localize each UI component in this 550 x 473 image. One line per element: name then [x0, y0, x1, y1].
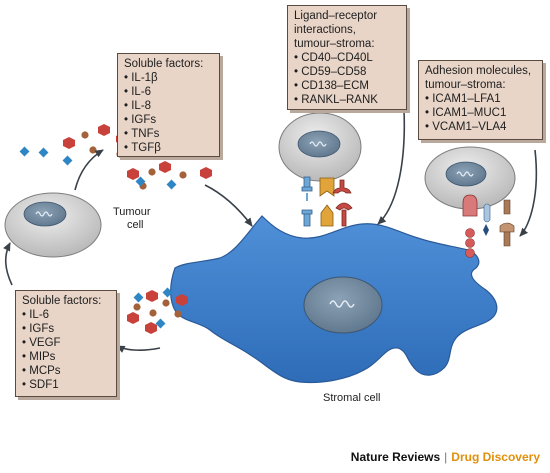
ligand-receptor-pairs — [301, 176, 353, 227]
process-arrows — [3, 109, 538, 353]
list-item: ICAM1–LFA1 — [425, 92, 536, 106]
stromal-cell-nucleus — [303, 276, 383, 334]
soluble-factors-tumour-list: IL-1β IL-6 IL-8 IGFs TNFs TGFβ — [124, 71, 213, 155]
list-item: MIPs — [22, 350, 110, 364]
adhesion-list: ICAM1–LFA1 ICAM1–MUC1 VCAM1–VLA4 — [425, 92, 536, 134]
list-item: MCPs — [22, 364, 110, 378]
list-item: ICAM1–MUC1 — [425, 106, 536, 120]
list-item: CD59–CD58 — [294, 65, 400, 79]
stromal-cell-label: Stromal cell — [323, 392, 381, 404]
ligand-receptor-title-3: tumour–stroma: — [294, 38, 375, 50]
journal-credit: Nature Reviews|Drug Discovery — [351, 450, 540, 464]
stromal-dna-squiggle-icon — [329, 300, 355, 308]
adhesion-title-1: Adhesion molecules, — [425, 65, 532, 77]
adhesion-title-2: tumour–stroma: — [425, 79, 506, 91]
arrow-lower-to-tumour — [3, 242, 13, 286]
list-item: IL-6 — [22, 308, 110, 322]
list-item: IGFs — [22, 322, 110, 336]
arrow-adhesion-box-to-membrane — [519, 149, 538, 237]
list-item: IL-8 — [124, 99, 213, 113]
soluble-factors-stroma-box: Soluble factors: IL-6 IGFs VEGF MIPs MCP… — [15, 290, 117, 397]
tumour-dna-squiggle-icon — [35, 211, 53, 217]
list-item: TNFs — [124, 127, 213, 141]
tumour-cell-adhesion-nucleus — [445, 161, 487, 187]
list-item: VEGF — [22, 336, 110, 350]
list-item: IL-6 — [124, 85, 213, 99]
list-item: IGFs — [124, 113, 213, 127]
tumour-cell-nucleus — [23, 201, 67, 227]
ligand-receptor-box: Ligand–receptor interactions, tumour–str… — [287, 5, 407, 110]
adhesion-molecules-box: Adhesion molecules, tumour–stroma: ICAM1… — [418, 60, 543, 140]
list-item: CD138–ECM — [294, 79, 400, 93]
tumour-cell-label-line-1: Tumour — [113, 206, 151, 218]
soluble-factors-stroma-list: IL-6 IGFs VEGF MIPs MCPs SDF1 — [22, 308, 110, 392]
list-item: VCAM1–VLA4 — [425, 120, 536, 134]
arrow-tumour-to-factors — [74, 149, 104, 191]
tumour-cell-ligand-nucleus — [297, 130, 341, 158]
list-item: IL-1β — [124, 71, 213, 85]
arrow-stroma-to-factors — [116, 345, 161, 353]
adhesion-molecules — [462, 194, 515, 258]
tumour-ligand-dna-squiggle-icon — [309, 141, 327, 147]
tumour-adhesion-dna-squiggle-icon — [456, 171, 474, 177]
footer-separator: | — [444, 450, 448, 464]
arrow-factors-to-stroma — [204, 184, 253, 227]
ligand-receptor-title-1: Ligand–receptor — [294, 10, 378, 22]
ligand-receptor-title-2: interactions, — [294, 24, 357, 36]
soluble-factors-stroma-title: Soluble factors: — [22, 295, 102, 307]
ligand-receptor-list: CD40–CD40L CD59–CD58 CD138–ECM RANKL–RAN… — [294, 51, 400, 107]
arrow-ligand-box-to-membrane — [377, 109, 406, 225]
list-item: RANKL–RANK — [294, 93, 400, 107]
tumour-cell-label-line-2: cell — [127, 219, 144, 231]
journal-name: Nature Reviews — [350, 450, 441, 464]
soluble-factors-tumour-box: Soluble factors: IL-1β IL-6 IL-8 IGFs TN… — [117, 53, 220, 157]
list-item: TGFβ — [124, 141, 213, 155]
soluble-factors-tumour-title: Soluble factors: — [124, 58, 204, 70]
soluble-factor-particles-lower — [127, 287, 188, 334]
list-item: CD40–CD40L — [294, 51, 400, 65]
list-item: SDF1 — [22, 378, 110, 392]
tumour-cell-label: Tumour cell — [113, 206, 151, 232]
journal-section: Drug Discovery — [451, 450, 540, 464]
